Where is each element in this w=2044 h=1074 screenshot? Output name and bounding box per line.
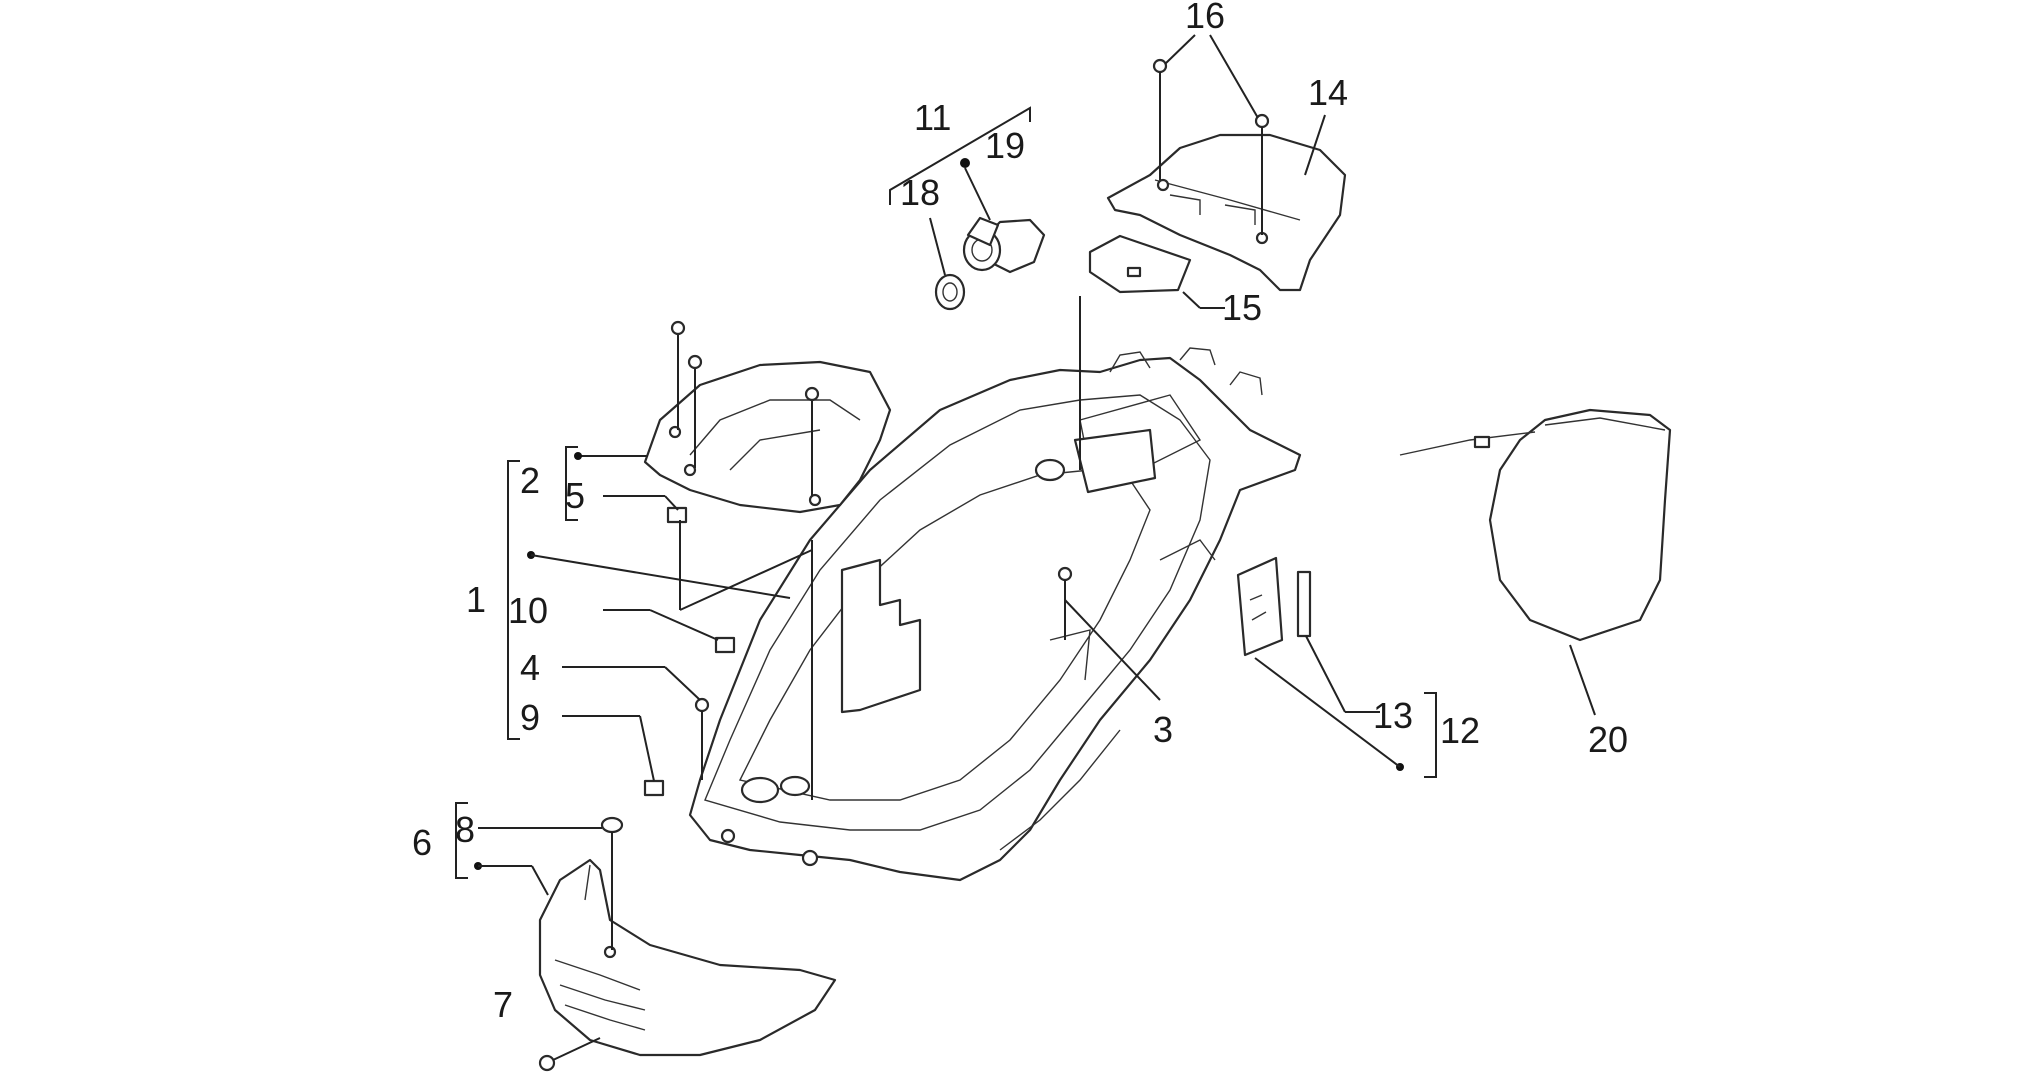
ring-18 (934, 273, 966, 311)
label-11: 11 (914, 97, 951, 138)
label-16: 16 (1185, 0, 1225, 36)
label-13: 13 (1373, 695, 1413, 736)
label-4: 4 (520, 647, 540, 688)
label-10: 10 (508, 590, 548, 631)
label-12: 12 (1440, 710, 1480, 751)
label-8: 8 (455, 809, 475, 850)
screw-3 (1057, 566, 1073, 640)
label-20: 20 (1588, 719, 1628, 760)
clip-8 (600, 816, 624, 950)
clip-9 (643, 779, 665, 797)
label-19: 19 (985, 125, 1025, 166)
rear-top-cover (643, 360, 892, 514)
cover-screws (670, 320, 820, 496)
clip-10 (714, 636, 736, 654)
label-7: 7 (493, 984, 513, 1025)
label-18: 18 (900, 172, 940, 213)
fuse-holder (1236, 556, 1312, 657)
screws-16 (1152, 58, 1270, 235)
socket-19 (962, 216, 1046, 274)
front-cover (538, 858, 837, 1057)
label-5: 5 (565, 475, 585, 516)
screw-7 (538, 1037, 601, 1072)
label-9: 9 (520, 697, 540, 738)
label-14: 14 (1308, 72, 1348, 113)
small-cover-15 (1088, 234, 1192, 294)
storage-bag (1399, 408, 1672, 642)
glove-box-lid (1106, 133, 1347, 292)
label-15: 15 (1222, 287, 1262, 328)
screw-4 (694, 697, 710, 780)
label-1: 1 (466, 579, 486, 620)
helmet-compartment (688, 347, 1302, 882)
label-3: 3 (1153, 709, 1173, 750)
label-2: 2 (520, 460, 540, 501)
label-6: 6 (412, 822, 432, 863)
